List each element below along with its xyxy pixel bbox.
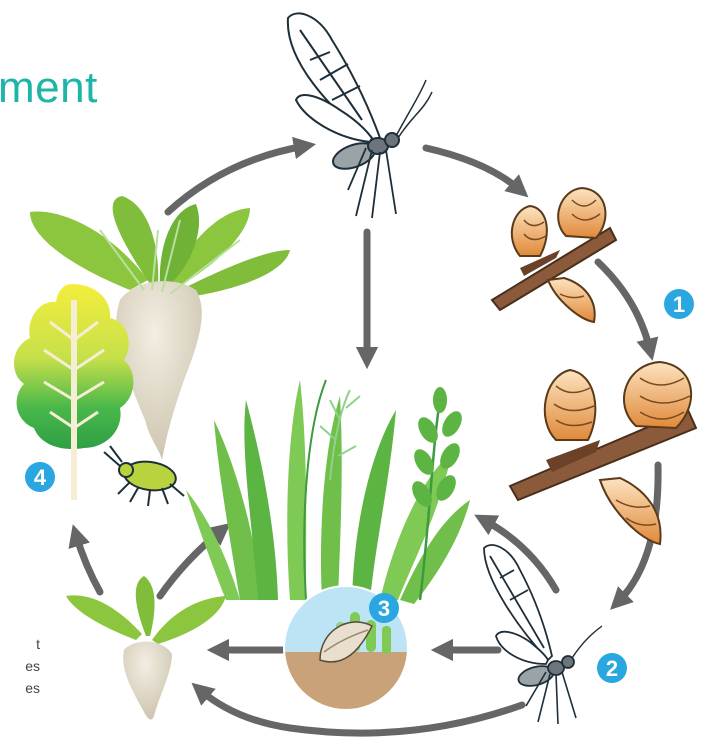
- step-badge-1: 1: [664, 289, 694, 319]
- step-badge-2: 2: [597, 653, 627, 683]
- buds-small-icon: [490, 186, 618, 324]
- side-note: t es es: [0, 633, 40, 699]
- svg-text:2: 2: [606, 656, 618, 681]
- diagram-title: ment: [0, 63, 98, 112]
- step-badge-3: 3: [369, 593, 399, 623]
- arrow-buds-to-winged: [610, 461, 662, 610]
- svg-text:1: 1: [673, 292, 685, 317]
- side-note-line: es: [25, 658, 40, 674]
- winged-aphid-small-icon: [483, 544, 603, 725]
- sugar-beet-icon: [30, 196, 290, 460]
- arrow-beet-to-aphid: [164, 136, 317, 216]
- yellowing-leaf-icon: [13, 284, 134, 500]
- arrow-buds-to-buds: [594, 258, 659, 361]
- step-badge-4: 4: [25, 462, 55, 492]
- side-note-line: es: [25, 680, 40, 696]
- arrow-winged-to-grasses: [474, 514, 560, 594]
- svg-text:3: 3: [378, 596, 390, 621]
- arrow-winged-to-seedling: [191, 682, 526, 737]
- winged-aphid-icon: [286, 12, 433, 219]
- aphid-icon: [103, 445, 185, 507]
- side-note-line: t: [36, 636, 40, 652]
- grasses-weeds-icon: [186, 379, 470, 604]
- arrow-aphid-to-buds: [422, 144, 529, 198]
- buds-large-icon: [508, 360, 698, 546]
- beet-seedling-icon: [66, 576, 226, 720]
- svg-text:4: 4: [34, 465, 47, 490]
- arrow-seedling-to-yellow-leaf: [68, 524, 104, 596]
